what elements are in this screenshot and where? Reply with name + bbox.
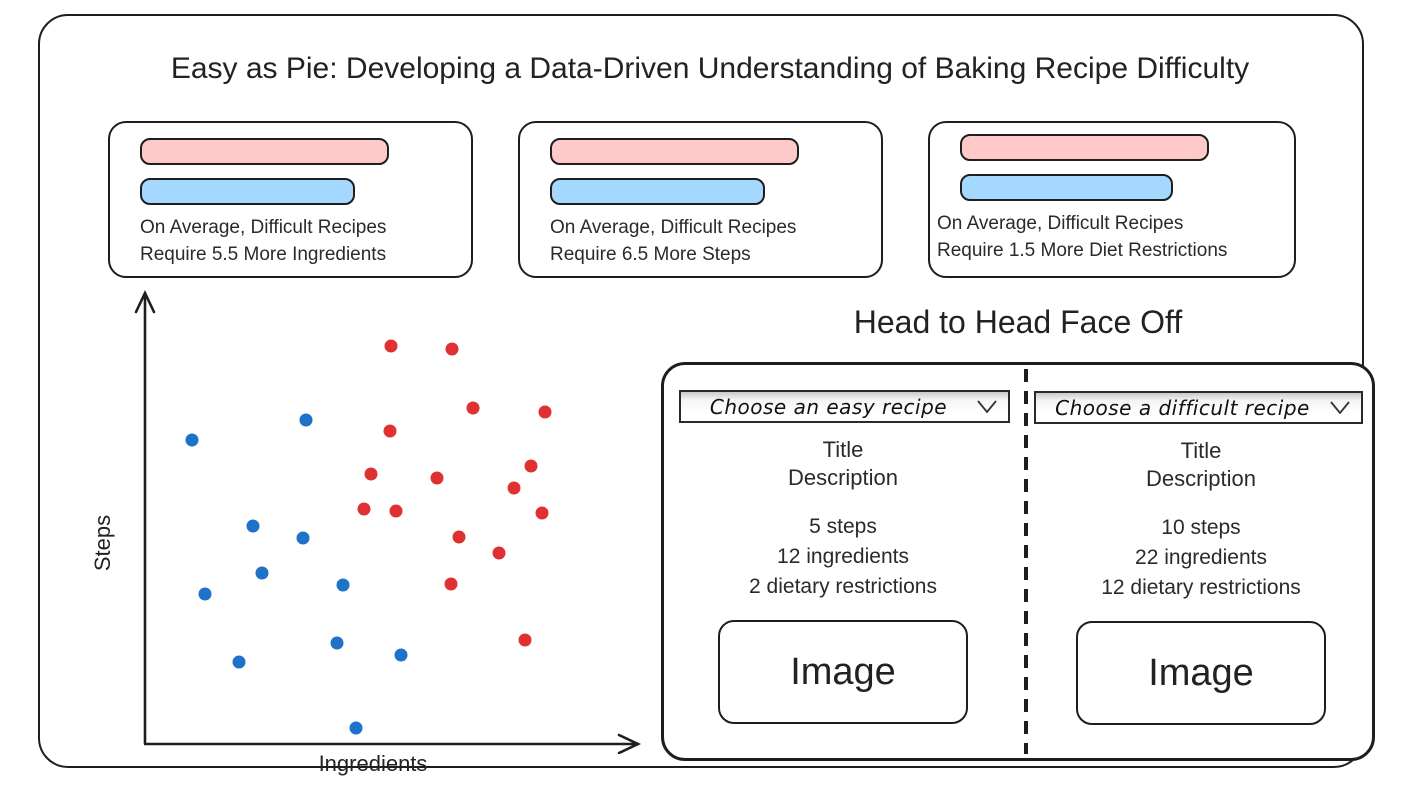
difficult-bar xyxy=(140,138,390,165)
recipe-description: Description xyxy=(787,465,899,490)
dashboard-frame: Easy as Pie: Developing a Data-Driven Un… xyxy=(38,14,1375,776)
y-axis-arrow-icon xyxy=(134,289,156,314)
caption-line-2: Require 1.5 More Diet Restrictions xyxy=(937,240,1228,261)
chevron-down-icon xyxy=(1330,401,1350,414)
easy-recipe-dot xyxy=(349,721,363,735)
easy-recipe-select[interactable]: Choose an easy recipe xyxy=(679,390,1010,423)
easy-recipe-dot xyxy=(185,433,199,447)
stat-card-steps: On Average, Difficult Recipes Require 6.… xyxy=(518,121,883,278)
easy-recipe-dot xyxy=(330,636,344,650)
dietary-restrictions-stat: 12 dietary restrictions xyxy=(1101,576,1301,599)
difficult-recipe-select[interactable]: Choose a difficult recipe xyxy=(1034,391,1363,424)
dashed-divider xyxy=(1024,369,1028,754)
easy-recipe-dot xyxy=(198,587,212,601)
steps-stat: 10 steps xyxy=(1161,516,1241,539)
recipe-image-placeholder: Image xyxy=(718,620,968,724)
head-to-head-panel: Choose an easy recipe Title Description … xyxy=(661,362,1375,761)
easy-recipe-dot xyxy=(336,578,350,592)
steps-stat: 5 steps xyxy=(809,515,877,538)
recipe-stats: 10 steps 22 ingredients 12 dietary restr… xyxy=(1030,513,1372,603)
difficult-recipe-dot xyxy=(444,577,458,591)
difficult-recipe-dot xyxy=(466,401,480,415)
recipe-stats: 5 steps 12 ingredients 2 dietary restric… xyxy=(664,512,1022,602)
easy-recipe-dot xyxy=(255,566,269,580)
stat-card-diet-restrictions: On Average, Difficult Recipes Require 1.… xyxy=(928,121,1296,278)
y-axis-label: Steps xyxy=(90,514,115,572)
difficult-recipe-dot xyxy=(364,467,378,481)
difficult-recipe-column: Choose a difficult recipe Title Descript… xyxy=(1030,365,1372,758)
easy-bar xyxy=(550,178,765,205)
easy-recipe-dot xyxy=(232,655,246,669)
easy-recipe-dot xyxy=(296,531,310,545)
difficult-recipe-dot xyxy=(535,506,549,520)
difficult-recipe-dot xyxy=(389,504,403,518)
stat-card-caption: On Average, Difficult Recipes Require 1.… xyxy=(930,210,1294,264)
difficult-recipe-dot xyxy=(518,633,532,647)
x-axis-label: Ingredients xyxy=(318,751,428,776)
recipe-image-placeholder: Image xyxy=(1076,621,1326,725)
ingredients-stat: 22 ingredients xyxy=(1135,546,1267,569)
difficult-recipe-dot xyxy=(357,502,371,516)
chevron-down-icon xyxy=(977,400,997,413)
difficult-recipe-dot xyxy=(524,459,538,473)
easy-recipe-select-label: Choose an easy recipe xyxy=(709,394,948,419)
difficult-recipe-dot xyxy=(507,481,521,495)
difficult-bar xyxy=(550,138,800,165)
x-axis-arrow-icon xyxy=(617,733,642,754)
caption-line-1: On Average, Difficult Recipes xyxy=(550,217,797,238)
difficult-bar xyxy=(960,134,1210,161)
difficult-recipe-dot xyxy=(384,339,398,353)
scatter-axes xyxy=(134,289,642,754)
caption-line-1: On Average, Difficult Recipes xyxy=(937,213,1184,234)
difficult-recipe-dot xyxy=(430,471,444,485)
easy-recipe-dot xyxy=(394,648,408,662)
easy-recipe-column: Choose an easy recipe Title Description … xyxy=(664,365,1022,758)
recipe-title: Title xyxy=(822,437,864,462)
page-title: Easy as Pie: Developing a Data-Driven Un… xyxy=(170,52,1250,85)
recipe-description: Description xyxy=(1145,466,1257,491)
head-to-head-title: Head to Head Face Off xyxy=(853,304,1183,340)
caption-line-1: On Average, Difficult Recipes xyxy=(140,217,387,238)
caption-line-2: Require 5.5 More Ingredients xyxy=(140,244,387,265)
stat-card-ingredients: On Average, Difficult Recipes Require 5.… xyxy=(108,121,473,278)
easy-bar xyxy=(140,178,355,205)
stat-card-caption: On Average, Difficult Recipes Require 6.… xyxy=(520,214,881,268)
dietary-restrictions-stat: 2 dietary restrictions xyxy=(749,575,937,598)
difficult-recipe-dot xyxy=(538,405,552,419)
difficult-recipe-dot xyxy=(492,546,506,560)
difficult-recipe-dot xyxy=(445,342,459,356)
caption-line-2: Require 6.5 More Steps xyxy=(550,244,751,265)
easy-recipe-dot xyxy=(246,519,260,533)
ingredients-stat: 12 ingredients xyxy=(777,545,909,568)
image-placeholder-label: Image xyxy=(1148,651,1254,694)
stat-card-caption: On Average, Difficult Recipes Require 5.… xyxy=(110,214,471,268)
scatter-dots-area xyxy=(147,294,651,740)
difficult-recipe-select-label: Choose a difficult recipe xyxy=(1055,395,1310,420)
difficult-recipe-dot xyxy=(383,424,397,438)
difficult-recipe-dot xyxy=(452,530,466,544)
image-placeholder-label: Image xyxy=(790,650,896,693)
scatter-plot: Steps Ingredients xyxy=(80,284,660,784)
easy-recipe-dot xyxy=(299,413,313,427)
recipe-title: Title xyxy=(1180,438,1222,463)
easy-bar xyxy=(960,174,1173,201)
